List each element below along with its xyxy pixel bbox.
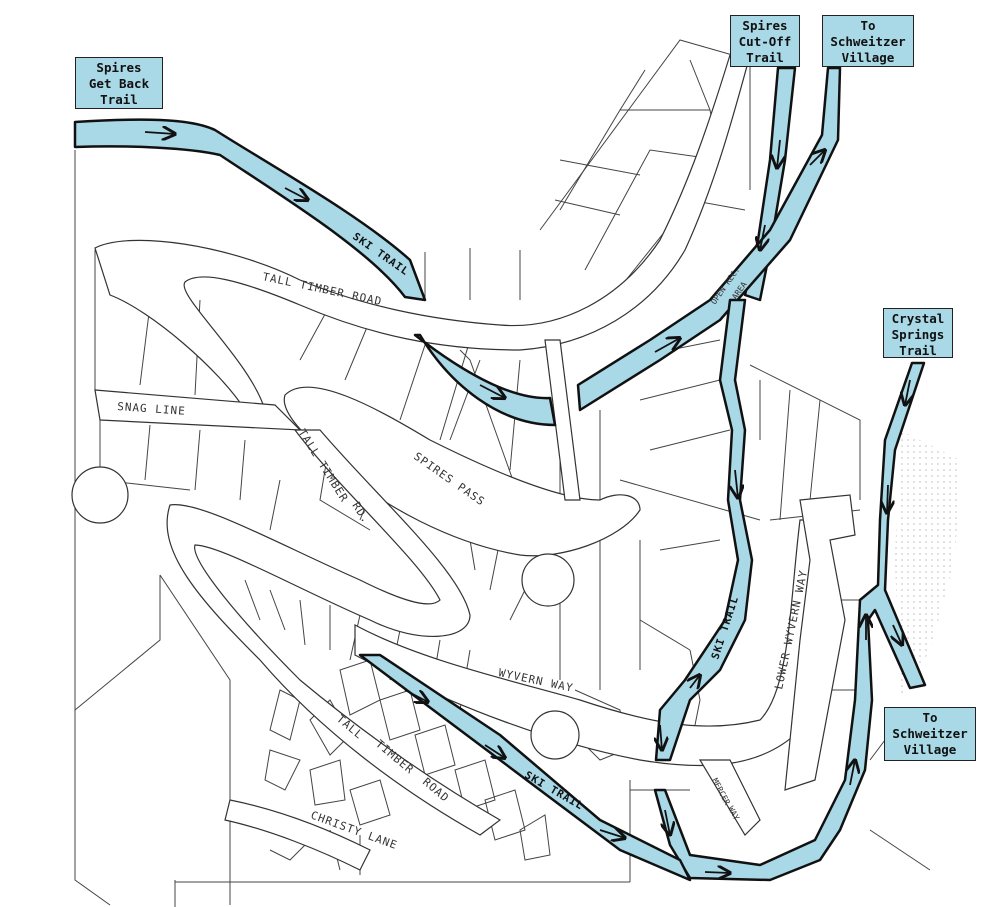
trail-arrows [144,132,910,873]
roads [71,54,856,871]
sign-spires-get-back-trail: Spires Get Back Trail [75,57,163,109]
sign-to-schweitzer-village-bottom: To Schweitzer Village [884,707,976,761]
sign-spires-cutoff-trail: Spires Cut-Off Trail [730,15,800,67]
cul-de-sac-left [71,466,129,524]
ski-trails [73,66,927,882]
ski-trail-lower [358,653,692,882]
tall-timber-road-upper [94,54,751,411]
tall-timber-rd-middle [166,429,502,836]
label-ski-trail-lower: SKI TRAIL [523,769,586,812]
mercer-way [698,759,761,836]
ski-trail-spires-cutoff [743,66,797,302]
sign-crystal-springs-trail: Crystal Springs Trail [883,308,953,358]
cul-de-sac-center [521,553,575,607]
cul-de-sac-wyvern [530,710,580,760]
christy-lane-road [224,799,371,871]
ski-trail-to-schweitzer-top [576,66,842,412]
ski-trail-main-descent [654,298,754,762]
access-road-center [544,339,581,501]
ski-trail-spires-get-back [73,118,427,302]
label-snag-line: SNAG LINE [117,400,186,418]
sign-to-schweitzer-village-top: To Schweitzer Village [822,15,914,67]
lower-wyvern-way [784,494,856,791]
ski-trail-lower-bowl [413,333,557,427]
dotted-open-area [895,430,960,700]
